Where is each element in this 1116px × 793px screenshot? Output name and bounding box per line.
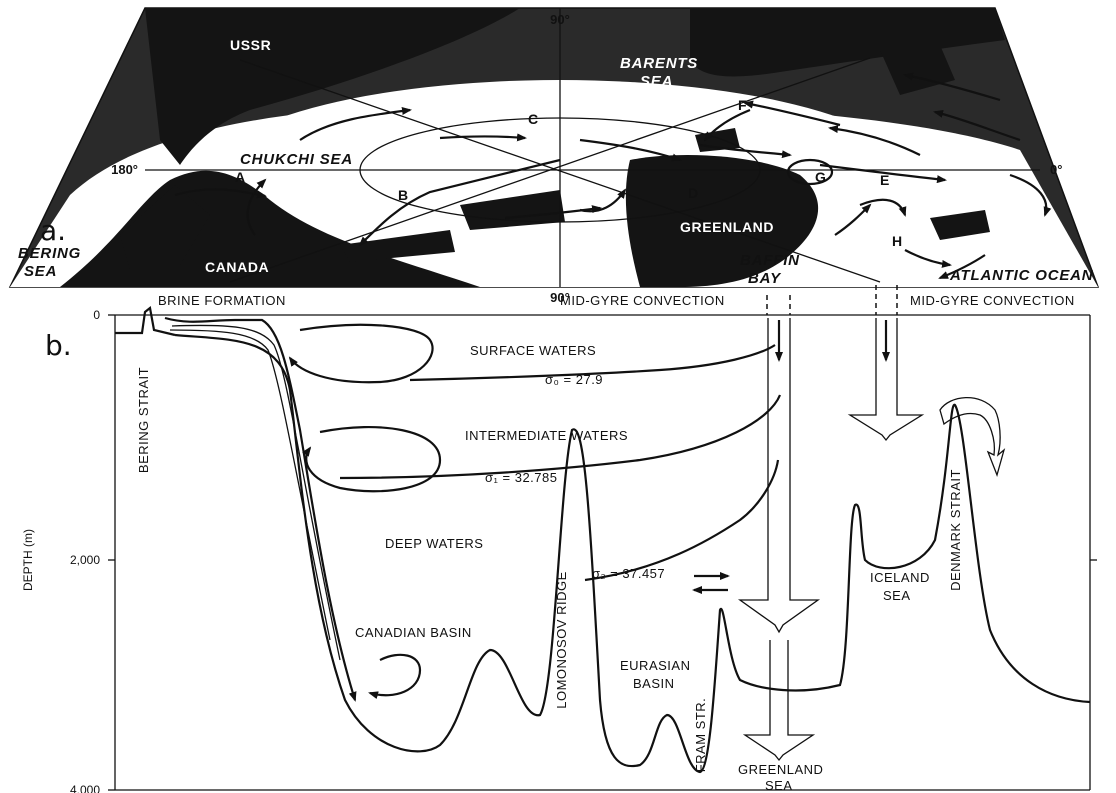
label-sigma-1: σ₁ = 32.785 [485, 470, 558, 485]
label-eurasian: EURASIAN [620, 658, 690, 673]
panel-b-label: b. [45, 329, 72, 362]
panel-b-section: 0 2,000 4,000 DEPTH (m) b. BRINE FORMATI… [21, 285, 1097, 793]
label-baffin: BAFFIN [740, 252, 800, 269]
label-fram-strait: FRAM STR. [693, 698, 708, 773]
label-intermediate-waters: INTERMEDIATE WATERS [465, 428, 628, 443]
label-greenland-sea: GREENLAND [738, 762, 823, 777]
label-bering-strait: BERING STRAIT [136, 367, 151, 473]
tick-4000: 4,000 [70, 783, 100, 793]
panel-a-map: 90° 90° 180° 0° USSR CANADA GREENLAND BA… [10, 8, 1098, 305]
marker-h: H [892, 233, 903, 249]
label-surface-waters: SURFACE WATERS [470, 343, 596, 358]
label-lomonosov-ridge: LOMONOSOV RIDGE [554, 571, 569, 709]
label-chukchi: CHUKCHI SEA [240, 151, 353, 168]
marker-d: D [688, 185, 699, 201]
label-barents: BARENTS [620, 55, 698, 72]
label-bering: BERING [18, 245, 81, 262]
label-greenland: GREENLAND [680, 219, 774, 235]
label-canadian-basin: CANADIAN BASIN [355, 625, 472, 640]
label-sigma-0: σ₀ = 27.9 [545, 372, 603, 387]
label-convection-1: MID-GYRE CONVECTION [560, 293, 725, 308]
marker-c: C [528, 111, 539, 127]
marker-f: F [738, 97, 747, 113]
marker-b: B [398, 187, 409, 203]
panel-a-label: a. [40, 214, 66, 247]
label-eurasian-2: BASIN [633, 676, 675, 691]
label-atlantic: ATLANTIC OCEAN [949, 267, 1094, 284]
label-greenland-sea-2: SEA [765, 778, 793, 793]
degree-right: 0° [1050, 162, 1062, 177]
degree-top: 90° [550, 12, 570, 27]
label-sigma-2: σ₂ = 37.457 [592, 566, 665, 581]
label-baffin-2: BAY [748, 270, 782, 287]
tick-2000: 2,000 [70, 553, 100, 567]
label-canada: CANADA [205, 259, 269, 275]
tick-0: 0 [93, 308, 100, 322]
label-brine-formation: BRINE FORMATION [158, 293, 286, 308]
label-convection-2: MID-GYRE CONVECTION [910, 293, 1075, 308]
label-iceland: ICELAND [870, 570, 930, 585]
label-bering-2: SEA [24, 263, 57, 280]
label-iceland-2: SEA [883, 588, 911, 603]
label-deep-waters: DEEP WATERS [385, 536, 483, 551]
degree-left: 180° [111, 162, 138, 177]
label-barents-2: SEA [640, 73, 673, 90]
y-axis-label: DEPTH (m) [21, 529, 35, 591]
marker-g: G [815, 169, 827, 185]
marker-a: A [235, 169, 246, 185]
label-ussr: USSR [230, 37, 271, 53]
label-denmark-strait: DENMARK STRAIT [948, 469, 963, 591]
marker-e: E [880, 172, 890, 188]
convection-plume-iceland [850, 285, 922, 440]
